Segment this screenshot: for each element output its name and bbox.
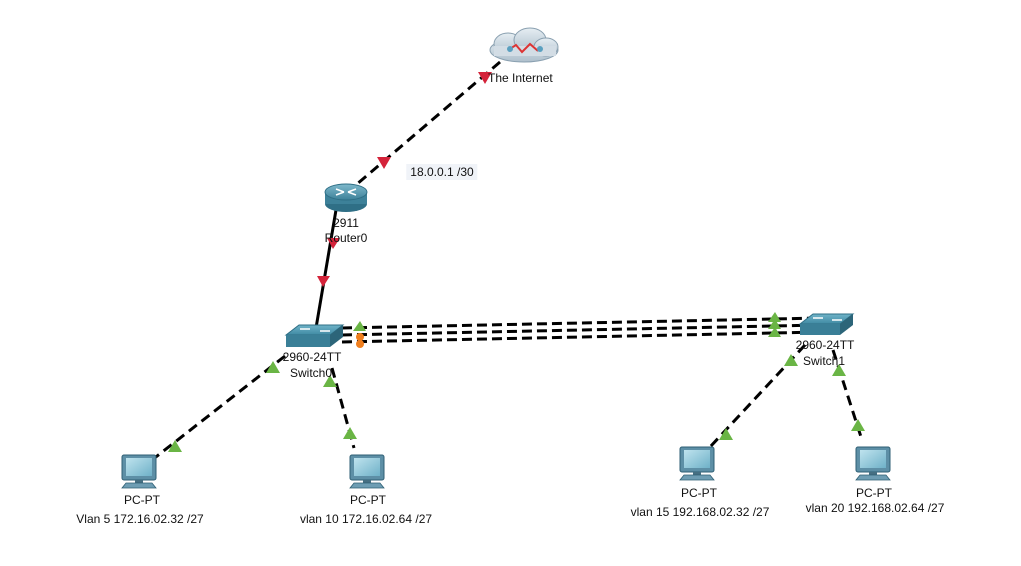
link-internet-router[interactable] xyxy=(349,60,501,192)
switch1-model: 2960-24TT xyxy=(795,338,855,352)
link-trunk-3[interactable] xyxy=(341,330,821,344)
status-down-arrow xyxy=(327,238,340,249)
switch0-name: Switch0 xyxy=(289,366,333,380)
switch0-model: 2960-24TT xyxy=(282,350,342,364)
pc-address-label: vlan 10 172.16.02.64 /27 xyxy=(299,512,433,526)
internet-link-address: 18.0.0.1 /30 xyxy=(406,164,478,180)
internet-label: The Internet xyxy=(488,71,553,85)
pc-type-label: PC-PT xyxy=(856,486,892,500)
status-up-arrow xyxy=(353,321,366,331)
router-name: Router0 xyxy=(324,231,368,245)
status-up-arrow xyxy=(832,364,846,376)
status-blocking-dot xyxy=(356,340,364,348)
link-router-switch0[interactable] xyxy=(314,209,338,329)
router-icon[interactable] xyxy=(324,183,368,212)
cloud-icon[interactable] xyxy=(489,27,559,63)
pc-type-label: PC-PT xyxy=(124,493,160,507)
switch-icon[interactable] xyxy=(798,313,855,335)
link-status-down xyxy=(317,72,492,287)
status-up-arrow xyxy=(343,427,357,439)
link-status-blocking xyxy=(356,333,364,348)
status-up-arrow xyxy=(851,419,865,431)
pc-icon[interactable] xyxy=(121,454,157,489)
status-up-arrow xyxy=(768,312,781,322)
status-down-arrow xyxy=(377,157,391,169)
pc-type-label: PC-PT xyxy=(350,493,386,507)
status-up-arrow xyxy=(168,440,182,452)
switch-icon[interactable] xyxy=(284,324,345,347)
router-model: 2911 xyxy=(333,216,359,230)
status-up-arrow xyxy=(768,319,781,329)
pc-icon[interactable] xyxy=(855,446,891,481)
status-down-arrow xyxy=(478,72,492,84)
status-up-arrow xyxy=(719,428,733,440)
status-blocking-dot xyxy=(356,333,364,341)
pc-address-label: vlan 20 192.168.02.64 /27 xyxy=(805,501,945,515)
status-up-arrow xyxy=(768,327,781,337)
pc-address-label: Vlan 5 172.16.02.32 /27 xyxy=(76,512,204,526)
switch1-name: Switch1 xyxy=(802,354,846,368)
pc-icon[interactable] xyxy=(679,446,715,481)
status-up-arrow xyxy=(323,375,337,387)
link-trunk-1[interactable] xyxy=(341,316,821,330)
pc-icon[interactable] xyxy=(349,454,385,489)
status-up-arrow xyxy=(784,354,798,366)
pc-address-label: vlan 15 192.168.02.32 /27 xyxy=(630,505,770,519)
link-switch0-pc1[interactable] xyxy=(151,354,286,462)
status-down-arrow xyxy=(317,276,330,287)
pc-type-label: PC-PT xyxy=(681,486,717,500)
link-status-up xyxy=(168,312,865,452)
status-up-arrow xyxy=(266,361,280,373)
link-trunk-2[interactable] xyxy=(341,323,821,337)
